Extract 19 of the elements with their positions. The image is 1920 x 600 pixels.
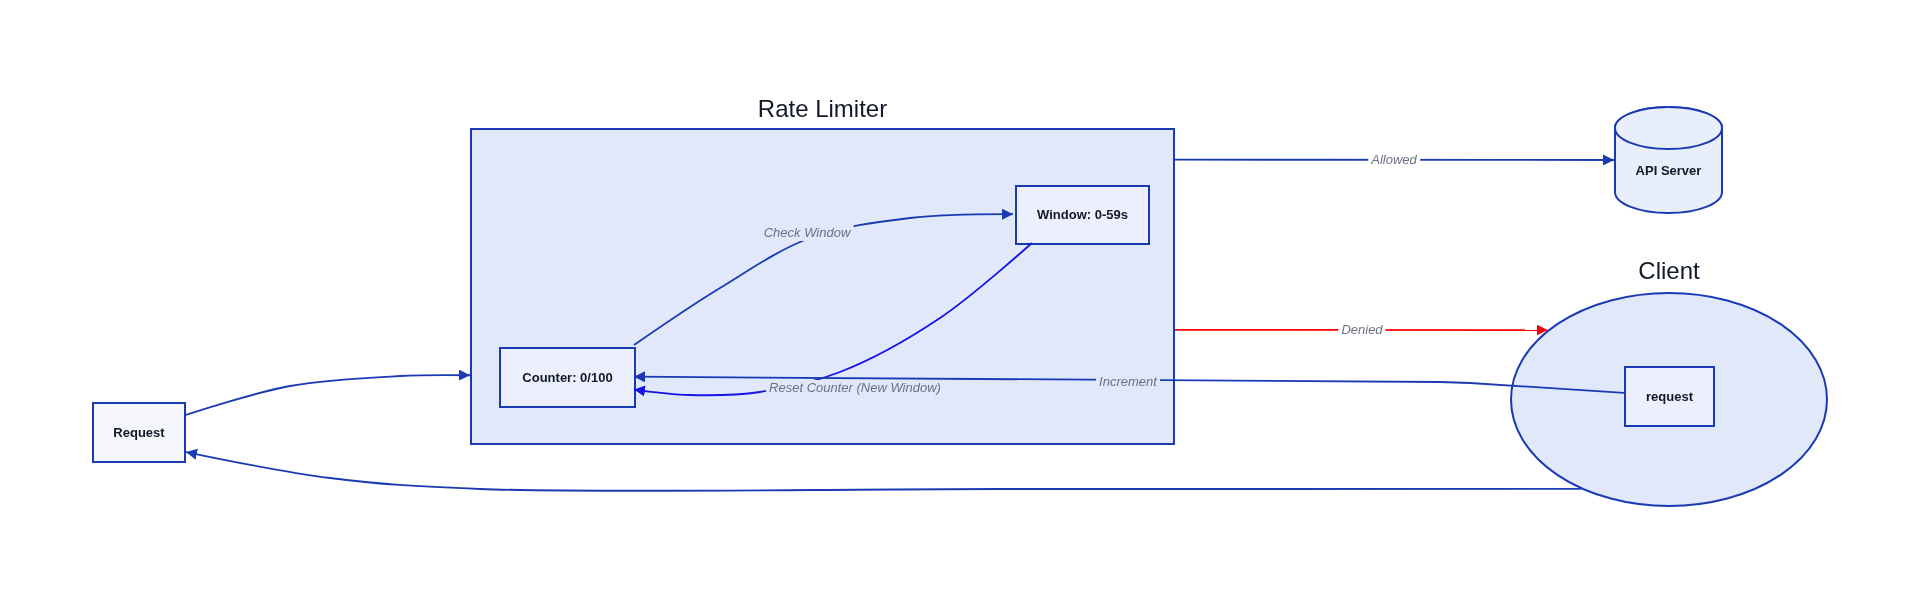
arrow xyxy=(1174,154,1615,166)
node-label: Counter: 0/100 xyxy=(522,369,613,386)
group-title: Rate Limiter xyxy=(757,95,888,123)
node-label: API Server xyxy=(1635,163,1702,179)
arrow xyxy=(1174,324,1549,336)
arrow xyxy=(633,242,1033,397)
edge-label: Reset Counter (New Window) xyxy=(766,380,944,396)
arrow xyxy=(185,448,1582,492)
process-box xyxy=(1624,366,1715,427)
arrow xyxy=(633,371,1625,394)
node-label: Window: 0-59s xyxy=(1037,207,1128,223)
process-box xyxy=(499,347,636,408)
group-title: Client xyxy=(1638,257,1700,285)
node-label: request xyxy=(1646,388,1693,405)
node-label: Request xyxy=(113,424,165,441)
arrow xyxy=(185,369,471,416)
process-box xyxy=(92,402,186,463)
process-box xyxy=(1015,185,1150,245)
database-cylinder xyxy=(1614,106,1723,214)
